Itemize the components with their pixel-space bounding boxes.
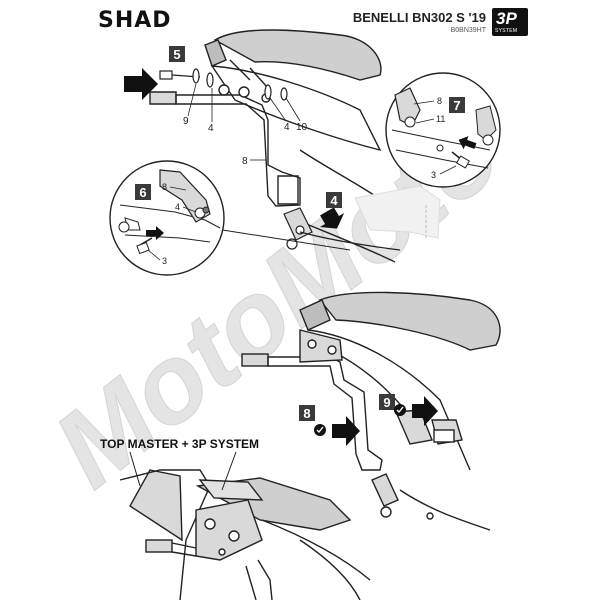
step8-box bbox=[299, 405, 315, 421]
part-label-8-c7: 8 bbox=[437, 96, 442, 106]
part-label-9: 9 bbox=[183, 116, 189, 127]
part-label-11-c7: 11 bbox=[436, 114, 445, 124]
bolt-head bbox=[159, 70, 173, 80]
step4-label: 4 bbox=[330, 193, 338, 208]
rear-mount-top bbox=[283, 207, 401, 251]
bracket-plate-bottom bbox=[195, 499, 263, 561]
arrow-step4-icon bbox=[319, 207, 345, 229]
middle-tail-section bbox=[299, 291, 501, 531]
step5-hardware bbox=[159, 68, 288, 101]
side-bracket-middle bbox=[241, 329, 463, 520]
part-label-8-c6: 8 bbox=[162, 182, 167, 192]
tail-line-bottom bbox=[261, 519, 371, 581]
3p-system-badge: 3P SYSTEM bbox=[492, 8, 528, 36]
step6-box bbox=[135, 184, 151, 200]
step9-label: 9 bbox=[383, 395, 390, 410]
bracket-tube bbox=[175, 94, 301, 207]
step4-box bbox=[326, 192, 342, 208]
grab-handle-top bbox=[204, 39, 227, 67]
washer-1 bbox=[192, 68, 200, 84]
washer-2 bbox=[206, 72, 214, 88]
badge-sub-text: SYSTEM bbox=[495, 28, 518, 34]
bottom-top-master bbox=[119, 469, 371, 600]
step8-label: 8 bbox=[303, 406, 310, 421]
fender-middle bbox=[399, 489, 491, 531]
bracket-plate-middle bbox=[299, 329, 343, 363]
part-label-4b: 4 bbox=[284, 122, 290, 133]
top-master-frame bbox=[119, 469, 211, 600]
seat-middle bbox=[318, 291, 501, 351]
brand-logo: SHAD bbox=[98, 8, 172, 33]
step7-box bbox=[449, 97, 465, 113]
detail-circle-6: 6 8 4 3 bbox=[109, 160, 225, 276]
tail-lines bbox=[229, 59, 269, 89]
bracket-end-cap bbox=[149, 91, 177, 105]
model-title: BENELLI BN302 S '19 bbox=[352, 10, 486, 25]
arrow-right-icon bbox=[124, 68, 158, 100]
faint-plate bbox=[354, 185, 441, 239]
bracket-cap-bottom bbox=[145, 539, 173, 553]
bracket-tube-middle bbox=[267, 356, 383, 471]
part-label-3-c7: 3 bbox=[431, 170, 436, 180]
system-label: TOP MASTER + 3P SYSTEM bbox=[100, 437, 260, 451]
part-label-4-c6: 4 bbox=[175, 202, 180, 212]
nut bbox=[280, 87, 288, 101]
arrow-step9-icon bbox=[412, 396, 438, 426]
top-master-plate bbox=[129, 469, 183, 542]
tail-body-top bbox=[210, 65, 382, 152]
part-label-8-top: 8 bbox=[242, 156, 248, 167]
bolt-hole-1 bbox=[218, 84, 230, 96]
mount-line bbox=[299, 231, 401, 251]
mount-plate bbox=[283, 207, 313, 241]
arrow-step8-icon bbox=[332, 416, 360, 446]
part-label-10: 10 bbox=[296, 122, 308, 133]
grab-handle-middle bbox=[299, 299, 331, 331]
step9-box bbox=[379, 394, 395, 410]
badge-main-text: 3P bbox=[496, 9, 517, 28]
part-label-3-c6: 3 bbox=[162, 256, 167, 266]
product-code: B0BN39HT bbox=[450, 27, 486, 34]
bolt-hole-2 bbox=[238, 86, 250, 98]
detail-circle-7: 7 8 11 3 bbox=[385, 72, 501, 188]
part-label-4a: 4 bbox=[208, 123, 214, 134]
seat-top bbox=[213, 29, 382, 81]
step5-label: 5 bbox=[173, 47, 180, 62]
bracket-plate bbox=[277, 175, 299, 205]
step7-label: 7 bbox=[453, 98, 460, 113]
step6-label: 6 bbox=[139, 185, 146, 200]
washer-3 bbox=[264, 84, 272, 100]
bracket-cap-middle bbox=[241, 353, 269, 367]
step5-box bbox=[169, 46, 185, 62]
